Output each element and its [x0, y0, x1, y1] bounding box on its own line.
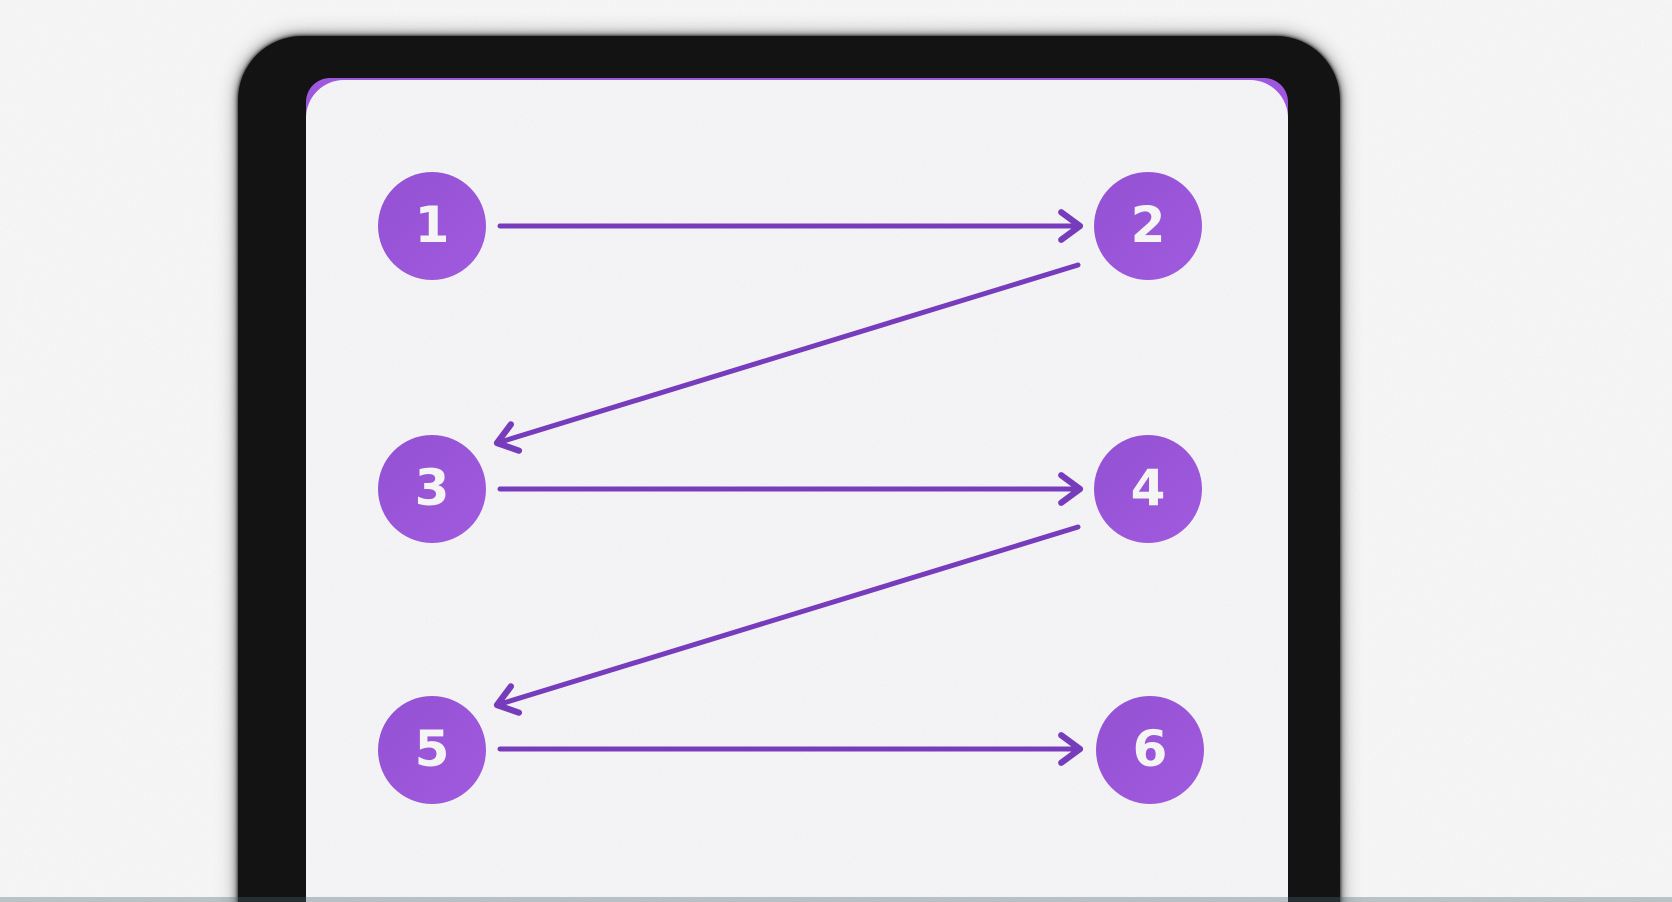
node-2: 2 — [1094, 172, 1202, 280]
node-5: 5 — [378, 696, 486, 804]
node-label: 3 — [414, 459, 450, 517]
node-label: 4 — [1130, 459, 1166, 517]
node-1: 1 — [378, 172, 486, 280]
node-6: 6 — [1096, 696, 1204, 804]
node-label: 6 — [1132, 720, 1168, 778]
node-4: 4 — [1094, 435, 1202, 543]
bottom-edge-fade — [0, 897, 1672, 902]
node-label: 2 — [1130, 196, 1166, 254]
node-label: 1 — [414, 196, 450, 254]
node-3: 3 — [378, 435, 486, 543]
node-label: 5 — [414, 720, 450, 778]
